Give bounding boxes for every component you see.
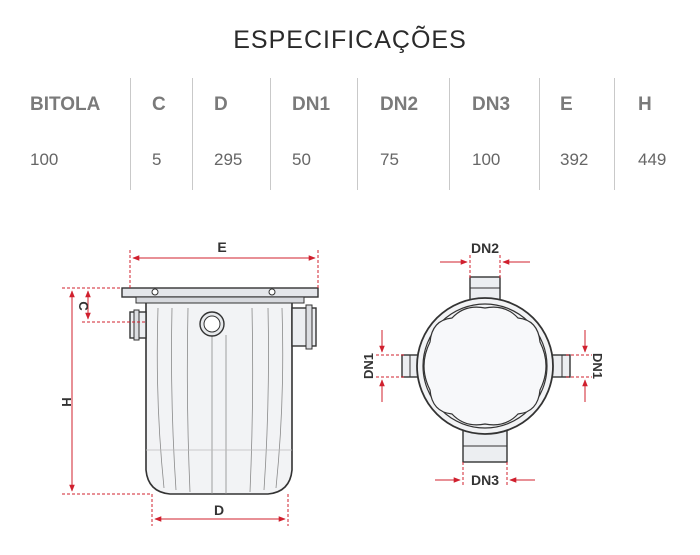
spec-header: E (560, 94, 573, 115)
tank-flange (121, 287, 319, 298)
spec-value: 75 (380, 150, 399, 169)
spec-value: 5 (152, 150, 162, 169)
dimension-c (62, 287, 146, 323)
column-divider (357, 78, 358, 190)
column-divider (270, 78, 271, 190)
spec-value: 392 (560, 150, 589, 169)
spec-header: DN2 (380, 94, 419, 115)
spec-header: DN3 (472, 94, 511, 115)
dimension-label-dn3: DN3 (471, 472, 499, 488)
dimension-dn1-right (566, 330, 592, 402)
dimension-label-dn1-right: DN1 (590, 353, 605, 379)
dimension-d (151, 494, 289, 526)
spec-header: BITOLA (30, 94, 101, 115)
spec-header: D (214, 94, 228, 115)
tank-inner-lobes (423, 306, 547, 426)
dimension-label-dn2: DN2 (471, 240, 499, 256)
spec-table: BITOLA 100 C 5 D 295 DN1 50 DN2 75 DN3 1… (0, 78, 700, 190)
spec-value: 449 (638, 150, 667, 169)
dimension-e (129, 250, 319, 290)
column-divider (449, 78, 450, 190)
spec-header: H (638, 94, 652, 115)
dimension-dn3 (435, 462, 535, 486)
dimension-label-c: C (76, 301, 91, 311)
column-divider (539, 78, 540, 190)
dimension-label-dn1-left: DN1 (361, 353, 376, 379)
spec-value: 100 (30, 150, 59, 169)
dimension-dn1-left (376, 330, 405, 402)
bolt-icon (151, 288, 159, 296)
dimension-h (62, 290, 150, 495)
top-view-drawing: DN2 DN3 DN1 DN1 (361, 240, 605, 488)
spec-value: 100 (472, 150, 501, 169)
side-view-drawing: E C H D (59, 239, 319, 526)
spec-value: 295 (214, 150, 243, 169)
dimension-label-h: H (59, 397, 74, 406)
page-title: ESPECIFICAÇÕES (233, 26, 467, 54)
tank-collar (135, 296, 305, 304)
dimension-dn2 (440, 255, 530, 280)
dimension-label-e: E (217, 239, 226, 255)
bolt-icon (268, 288, 276, 296)
spec-value: 50 (292, 150, 311, 169)
column-divider (614, 78, 615, 190)
dimension-label-d: D (214, 502, 224, 518)
tank-ribs (146, 307, 292, 494)
column-divider (130, 78, 131, 190)
spec-header: C (152, 94, 166, 115)
tank-body (145, 298, 293, 495)
column-divider (192, 78, 193, 190)
spec-header: DN1 (292, 94, 331, 115)
